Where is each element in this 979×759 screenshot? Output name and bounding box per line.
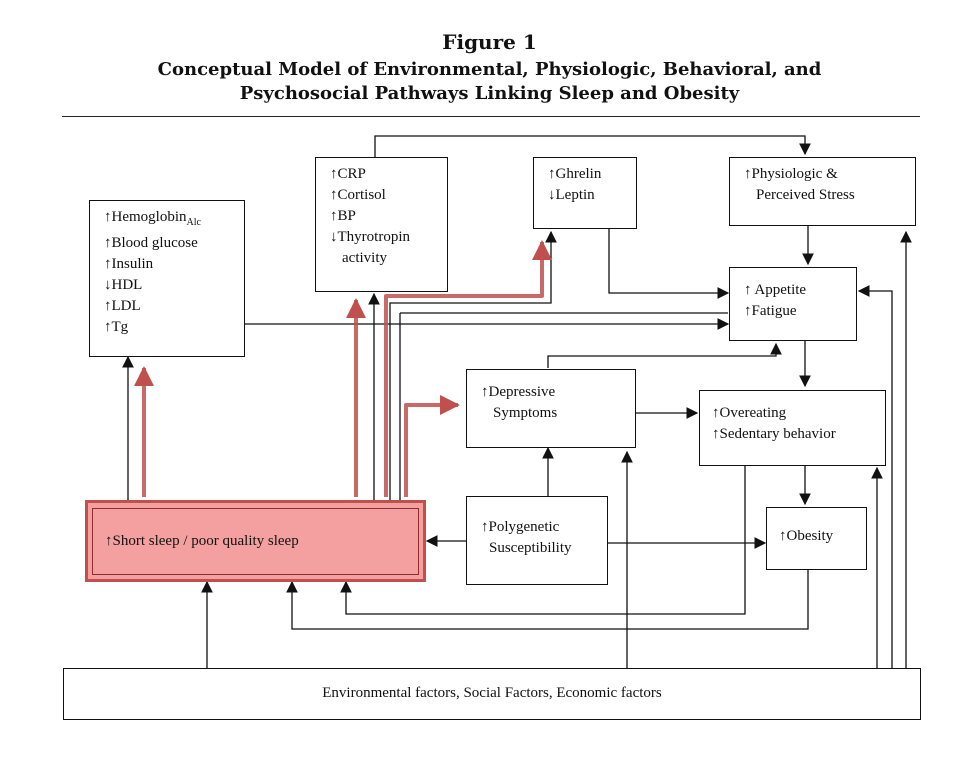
connector-inflammation-to-stress — [374, 135, 811, 157]
title-divider — [62, 116, 920, 117]
inflammation-cortisol: ↑Cortisol — [330, 187, 386, 203]
stress-line-2: Perceived Stress — [756, 187, 855, 203]
figure-title-line-2: Psychosocial Pathways Linking Sleep and … — [239, 83, 740, 104]
overeating-sedentary: ↑Sedentary behavior — [712, 426, 836, 442]
hormones-box: ↑Ghrelin ↓Leptin — [533, 157, 637, 229]
metabolic-glucose: ↑Blood glucose — [104, 235, 198, 251]
environment-box: Environmental factors, Social Factors, E… — [63, 668, 921, 720]
highlight-sleep-to-depression — [404, 395, 460, 497]
overeating-box: ↑Overeating ↑Sedentary behavior — [699, 390, 886, 466]
appetite-fatigue: ↑Fatigue — [744, 303, 797, 319]
obesity-label: ↑Obesity — [779, 528, 834, 544]
figure-label: Figure 1 — [442, 30, 537, 54]
genetic-line-2: Susceptibility — [489, 540, 572, 556]
sleep-label: ↑Short sleep / poor quality sleep — [105, 533, 299, 549]
figure-title: Conceptual Model of Environmental, Physi… — [0, 58, 979, 106]
overeating-overeating: ↑Overeating — [712, 405, 787, 421]
inflammation-box: ↑CRP ↑Cortisol ↑BP ↓Thyrotropin activity — [315, 157, 448, 292]
hormones-leptin: ↓Leptin — [548, 187, 595, 203]
metabolic-tg: ↑Tg — [104, 319, 129, 335]
figure-title-line-1: Conceptual Model of Environmental, Physi… — [157, 59, 822, 80]
connector-overeating-to-sleep — [340, 466, 746, 615]
depression-line-1: ↑Depressive — [481, 384, 556, 400]
appetite-appetite: ↑ Appetite — [744, 282, 807, 298]
connector-depression-to-appetite — [547, 342, 782, 368]
inflammation-thyrotropin: ↓Thyrotropin — [330, 229, 410, 245]
metabolic-insulin: ↑Insulin — [104, 256, 154, 272]
metabolic-ldl: ↑LDL — [104, 298, 141, 314]
connector-sleep-to-hormones — [389, 230, 557, 504]
stress-line-1: ↑Physiologic & — [744, 166, 838, 182]
depression-box: ↑Depressive Symptoms — [466, 369, 636, 448]
hormones-ghrelin: ↑Ghrelin — [548, 166, 602, 182]
connector-environment-to-appetite — [857, 285, 893, 668]
metabolic-hba1c-subscript: Alc — [186, 217, 201, 228]
depression-line-2: Symptoms — [493, 405, 558, 421]
highlight-sleep-to-hormones — [384, 240, 552, 497]
inflammation-crp: ↑CRP — [330, 166, 366, 182]
metabolic-hba1c: ↑Hemoglobin — [104, 209, 187, 225]
stress-box: ↑Physiologic & Perceived Stress — [729, 157, 916, 226]
appetite-box: ↑ Appetite ↑Fatigue — [729, 267, 857, 341]
sleep-box: ↑Short sleep / poor quality sleep — [92, 508, 419, 575]
metabolic-hdl: ↓HDL — [104, 277, 143, 293]
inflammation-bp: ↑BP — [330, 208, 356, 224]
genetic-box: ↑Polygenetic Susceptibility — [466, 496, 608, 585]
genetic-line-1: ↑Polygenetic — [481, 519, 560, 535]
obesity-box: ↑Obesity — [766, 507, 867, 570]
connector-hormones-to-appetite — [608, 229, 730, 299]
connector-obesity-to-sleep — [286, 570, 809, 630]
metabolic-markers-box: ↑HemoglobinAlc ↑Blood glucose ↑Insulin ↓… — [89, 200, 245, 357]
environment-label: Environmental factors, Social Factors, E… — [322, 685, 662, 701]
inflammation-activity: activity — [342, 250, 387, 266]
